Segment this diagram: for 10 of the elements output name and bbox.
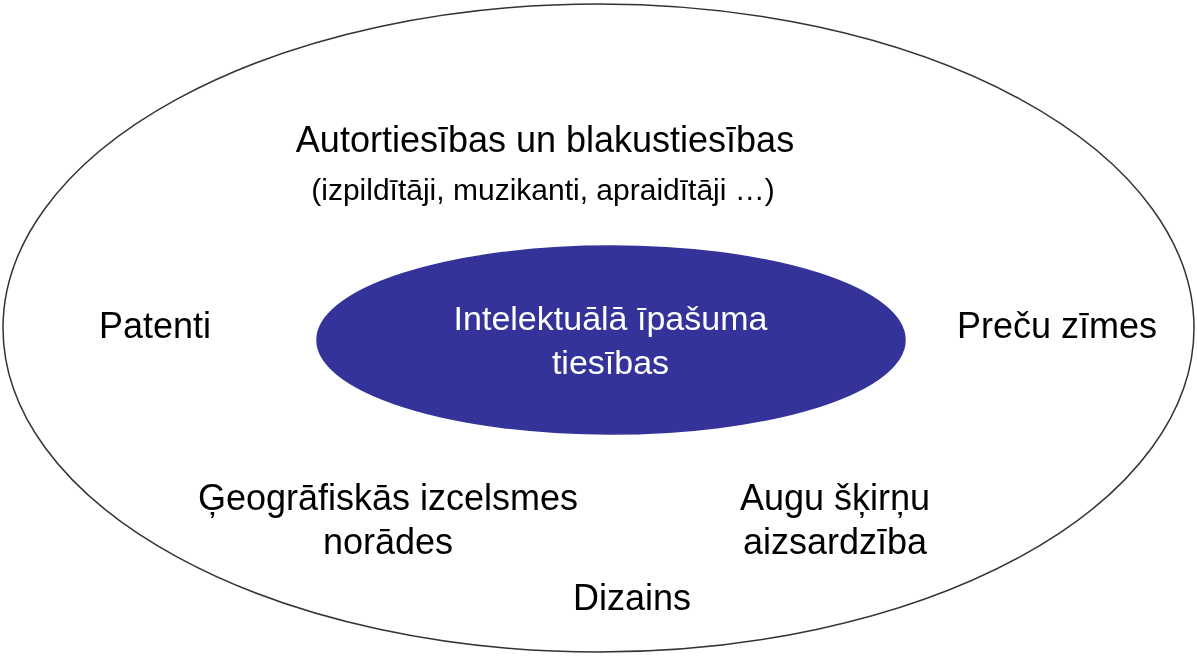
category-label: Preču zīmes	[955, 304, 1159, 348]
outer-ellipse	[2, 3, 1195, 653]
node-label: Intelektuālā īpašuma tiesības	[452, 298, 769, 383]
category-label: Patenti	[97, 304, 213, 348]
inner-ellipse	[315, 245, 906, 435]
category-heading: Autortiesības un blakustiesības	[294, 118, 796, 162]
category-label: Dizains	[571, 576, 692, 620]
category-note: (izpildītāji, muzikanti, apraidītāji …)	[310, 172, 776, 208]
category-label: Ģeogrāfiskās izcelsmes norādes	[196, 476, 580, 564]
category-label: Augu šķirņu aizsardzība	[738, 476, 932, 564]
